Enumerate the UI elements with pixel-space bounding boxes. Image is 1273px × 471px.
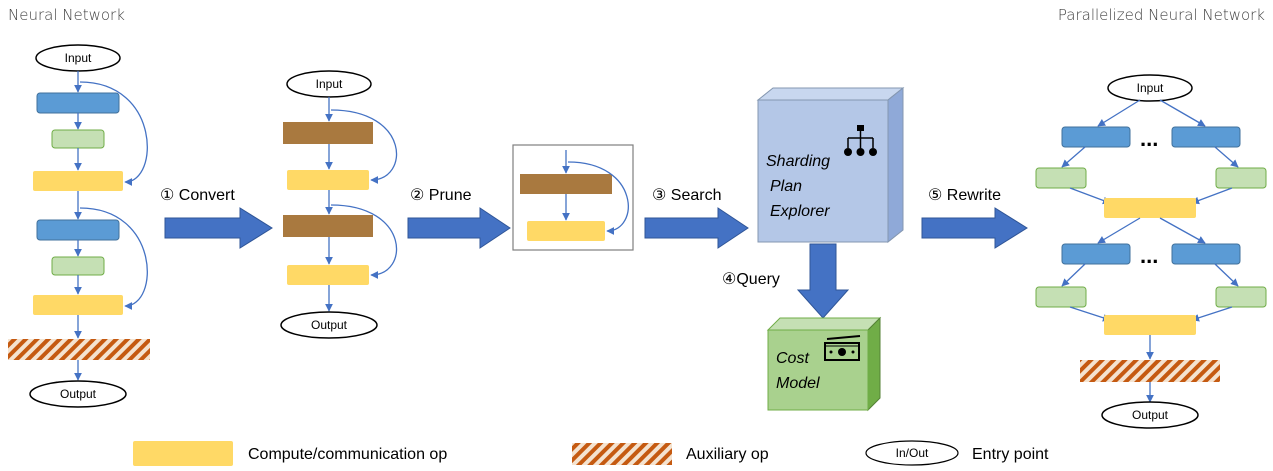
blue-op bbox=[36, 92, 120, 114]
output-node bbox=[29, 380, 127, 408]
money-icon bbox=[824, 335, 861, 361]
step-prune-label: ② Prune bbox=[410, 187, 472, 204]
compute-op bbox=[287, 170, 369, 190]
rewrite-arrow bbox=[921, 207, 1028, 249]
step-rewrite-label: ⑤ Rewrite bbox=[928, 187, 1001, 204]
compute-op bbox=[1104, 198, 1196, 218]
explorer-front-face bbox=[757, 99, 889, 243]
blue-op bbox=[36, 219, 120, 241]
legend-entry-label: Entry point bbox=[972, 446, 1049, 463]
title-parallelized-neural-network: Parallelized Neural Network bbox=[1058, 6, 1265, 24]
blue-op bbox=[1061, 126, 1131, 148]
compute-op bbox=[33, 295, 123, 315]
green-op bbox=[1035, 167, 1087, 189]
cost-line1: Cost bbox=[776, 350, 809, 367]
green-op bbox=[51, 256, 105, 276]
auxiliary-op bbox=[8, 339, 150, 360]
output-node-label: Output bbox=[311, 318, 348, 332]
output-node-label: Output bbox=[1132, 408, 1169, 422]
compute-op bbox=[1104, 315, 1196, 335]
input-node bbox=[1107, 74, 1193, 102]
neural-network-graph: Input Output bbox=[8, 44, 150, 408]
legend-auxiliary-swatch bbox=[572, 443, 672, 465]
legend-auxiliary-label: Auxiliary op bbox=[686, 446, 769, 463]
explorer-line3: Explorer bbox=[770, 203, 830, 220]
input-node-label: Input bbox=[316, 77, 343, 91]
sharding-plan-explorer: Sharding Plan Explorer bbox=[756, 86, 905, 244]
input-node-label: Input bbox=[65, 51, 92, 65]
convert-arrow bbox=[164, 207, 273, 249]
step-search-label: ③ Search bbox=[652, 187, 721, 204]
auxiliary-op bbox=[1080, 360, 1220, 382]
hierarchy-icon bbox=[844, 125, 877, 156]
cost-model: Cost Model bbox=[766, 316, 882, 412]
explorer-line1: Sharding bbox=[766, 153, 830, 170]
legend-compute-swatch bbox=[133, 441, 233, 466]
legend-compute-label: Compute/communication op bbox=[248, 446, 447, 463]
blue-op bbox=[1171, 243, 1241, 265]
output-node bbox=[1101, 401, 1199, 429]
compute-op bbox=[287, 265, 369, 285]
green-op bbox=[51, 129, 105, 149]
ellipsis: ... bbox=[1140, 243, 1158, 268]
step-query-label: ④Query bbox=[722, 271, 780, 288]
step-convert-label: ① Convert bbox=[160, 187, 235, 204]
legend-entry-swatch bbox=[865, 440, 959, 466]
brown-op bbox=[283, 122, 373, 144]
cost-line2: Model bbox=[776, 375, 820, 392]
search-arrow bbox=[644, 207, 749, 249]
brown-op bbox=[520, 174, 612, 194]
input-node-label: Input bbox=[1137, 81, 1164, 95]
green-op bbox=[1215, 167, 1267, 189]
compute-op bbox=[527, 221, 605, 241]
prune-arrow bbox=[407, 207, 511, 249]
pruned-subgraph bbox=[512, 144, 634, 251]
output-node bbox=[280, 311, 378, 339]
ellipsis: ... bbox=[1140, 126, 1158, 151]
blue-op bbox=[1061, 243, 1131, 265]
compute-op bbox=[33, 171, 123, 191]
blue-op bbox=[1171, 126, 1241, 148]
legend-entry-swatch-label: In/Out bbox=[896, 446, 929, 460]
query-arrow bbox=[796, 243, 850, 319]
output-node-label: Output bbox=[60, 387, 97, 401]
converted-graph: Input Output bbox=[280, 70, 398, 339]
parallelized-graph: Input ... ... Output bbox=[1035, 74, 1267, 429]
green-op bbox=[1035, 286, 1087, 308]
brown-op bbox=[283, 215, 373, 237]
explorer-line2: Plan bbox=[770, 178, 802, 195]
green-op bbox=[1215, 286, 1267, 308]
legend: Compute/communication op Auxiliary op In… bbox=[133, 440, 1049, 466]
title-neural-network: Neural Network bbox=[8, 6, 125, 24]
